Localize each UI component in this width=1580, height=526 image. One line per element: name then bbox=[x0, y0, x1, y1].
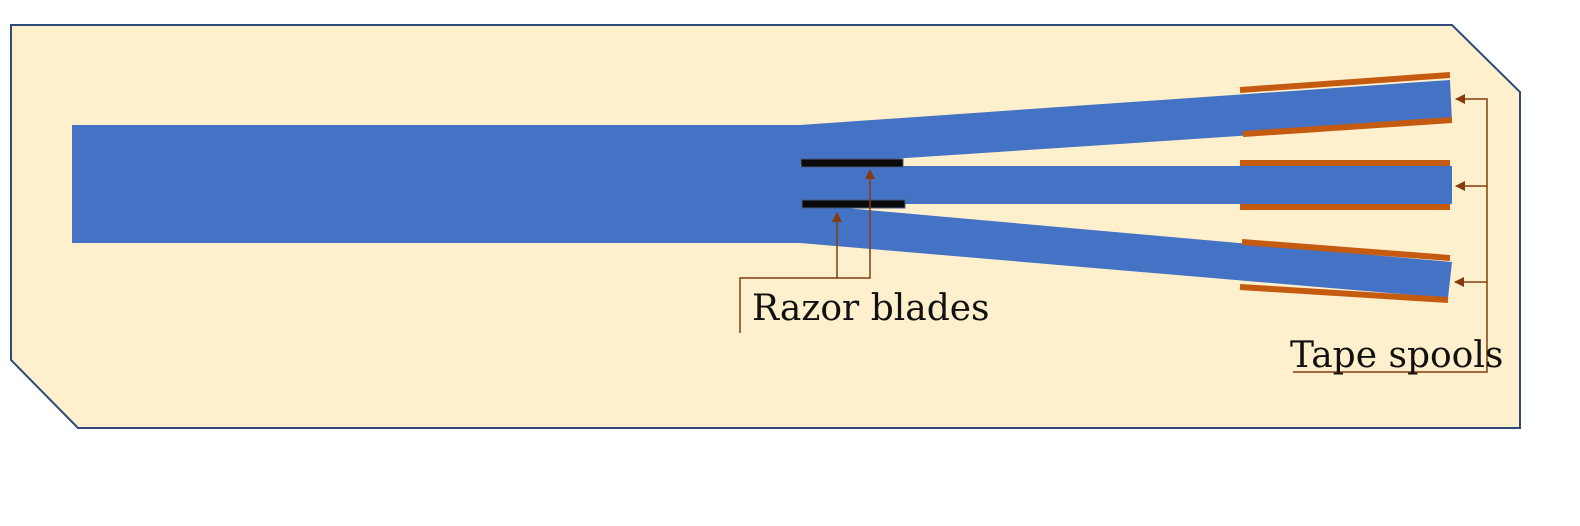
tape-main-strip bbox=[72, 125, 800, 243]
razor-blades-label: Razor blades bbox=[752, 288, 990, 329]
razor-blade-bottom bbox=[801, 199, 906, 209]
razor-blade-top bbox=[800, 158, 904, 168]
tape-spool-bottom bbox=[1239, 239, 1451, 303]
tape-spools-label: Tape spools bbox=[1290, 335, 1503, 376]
tape-spool-middle bbox=[1240, 160, 1450, 210]
razor-blades-leader bbox=[739, 169, 875, 333]
tape-spool-top bbox=[1239, 72, 1453, 137]
tape-strip-middle bbox=[800, 166, 1452, 204]
tape-strip-top bbox=[800, 80, 1452, 165]
tape-strip-bottom bbox=[800, 204, 1452, 298]
tape-spools-leader bbox=[1293, 94, 1488, 373]
